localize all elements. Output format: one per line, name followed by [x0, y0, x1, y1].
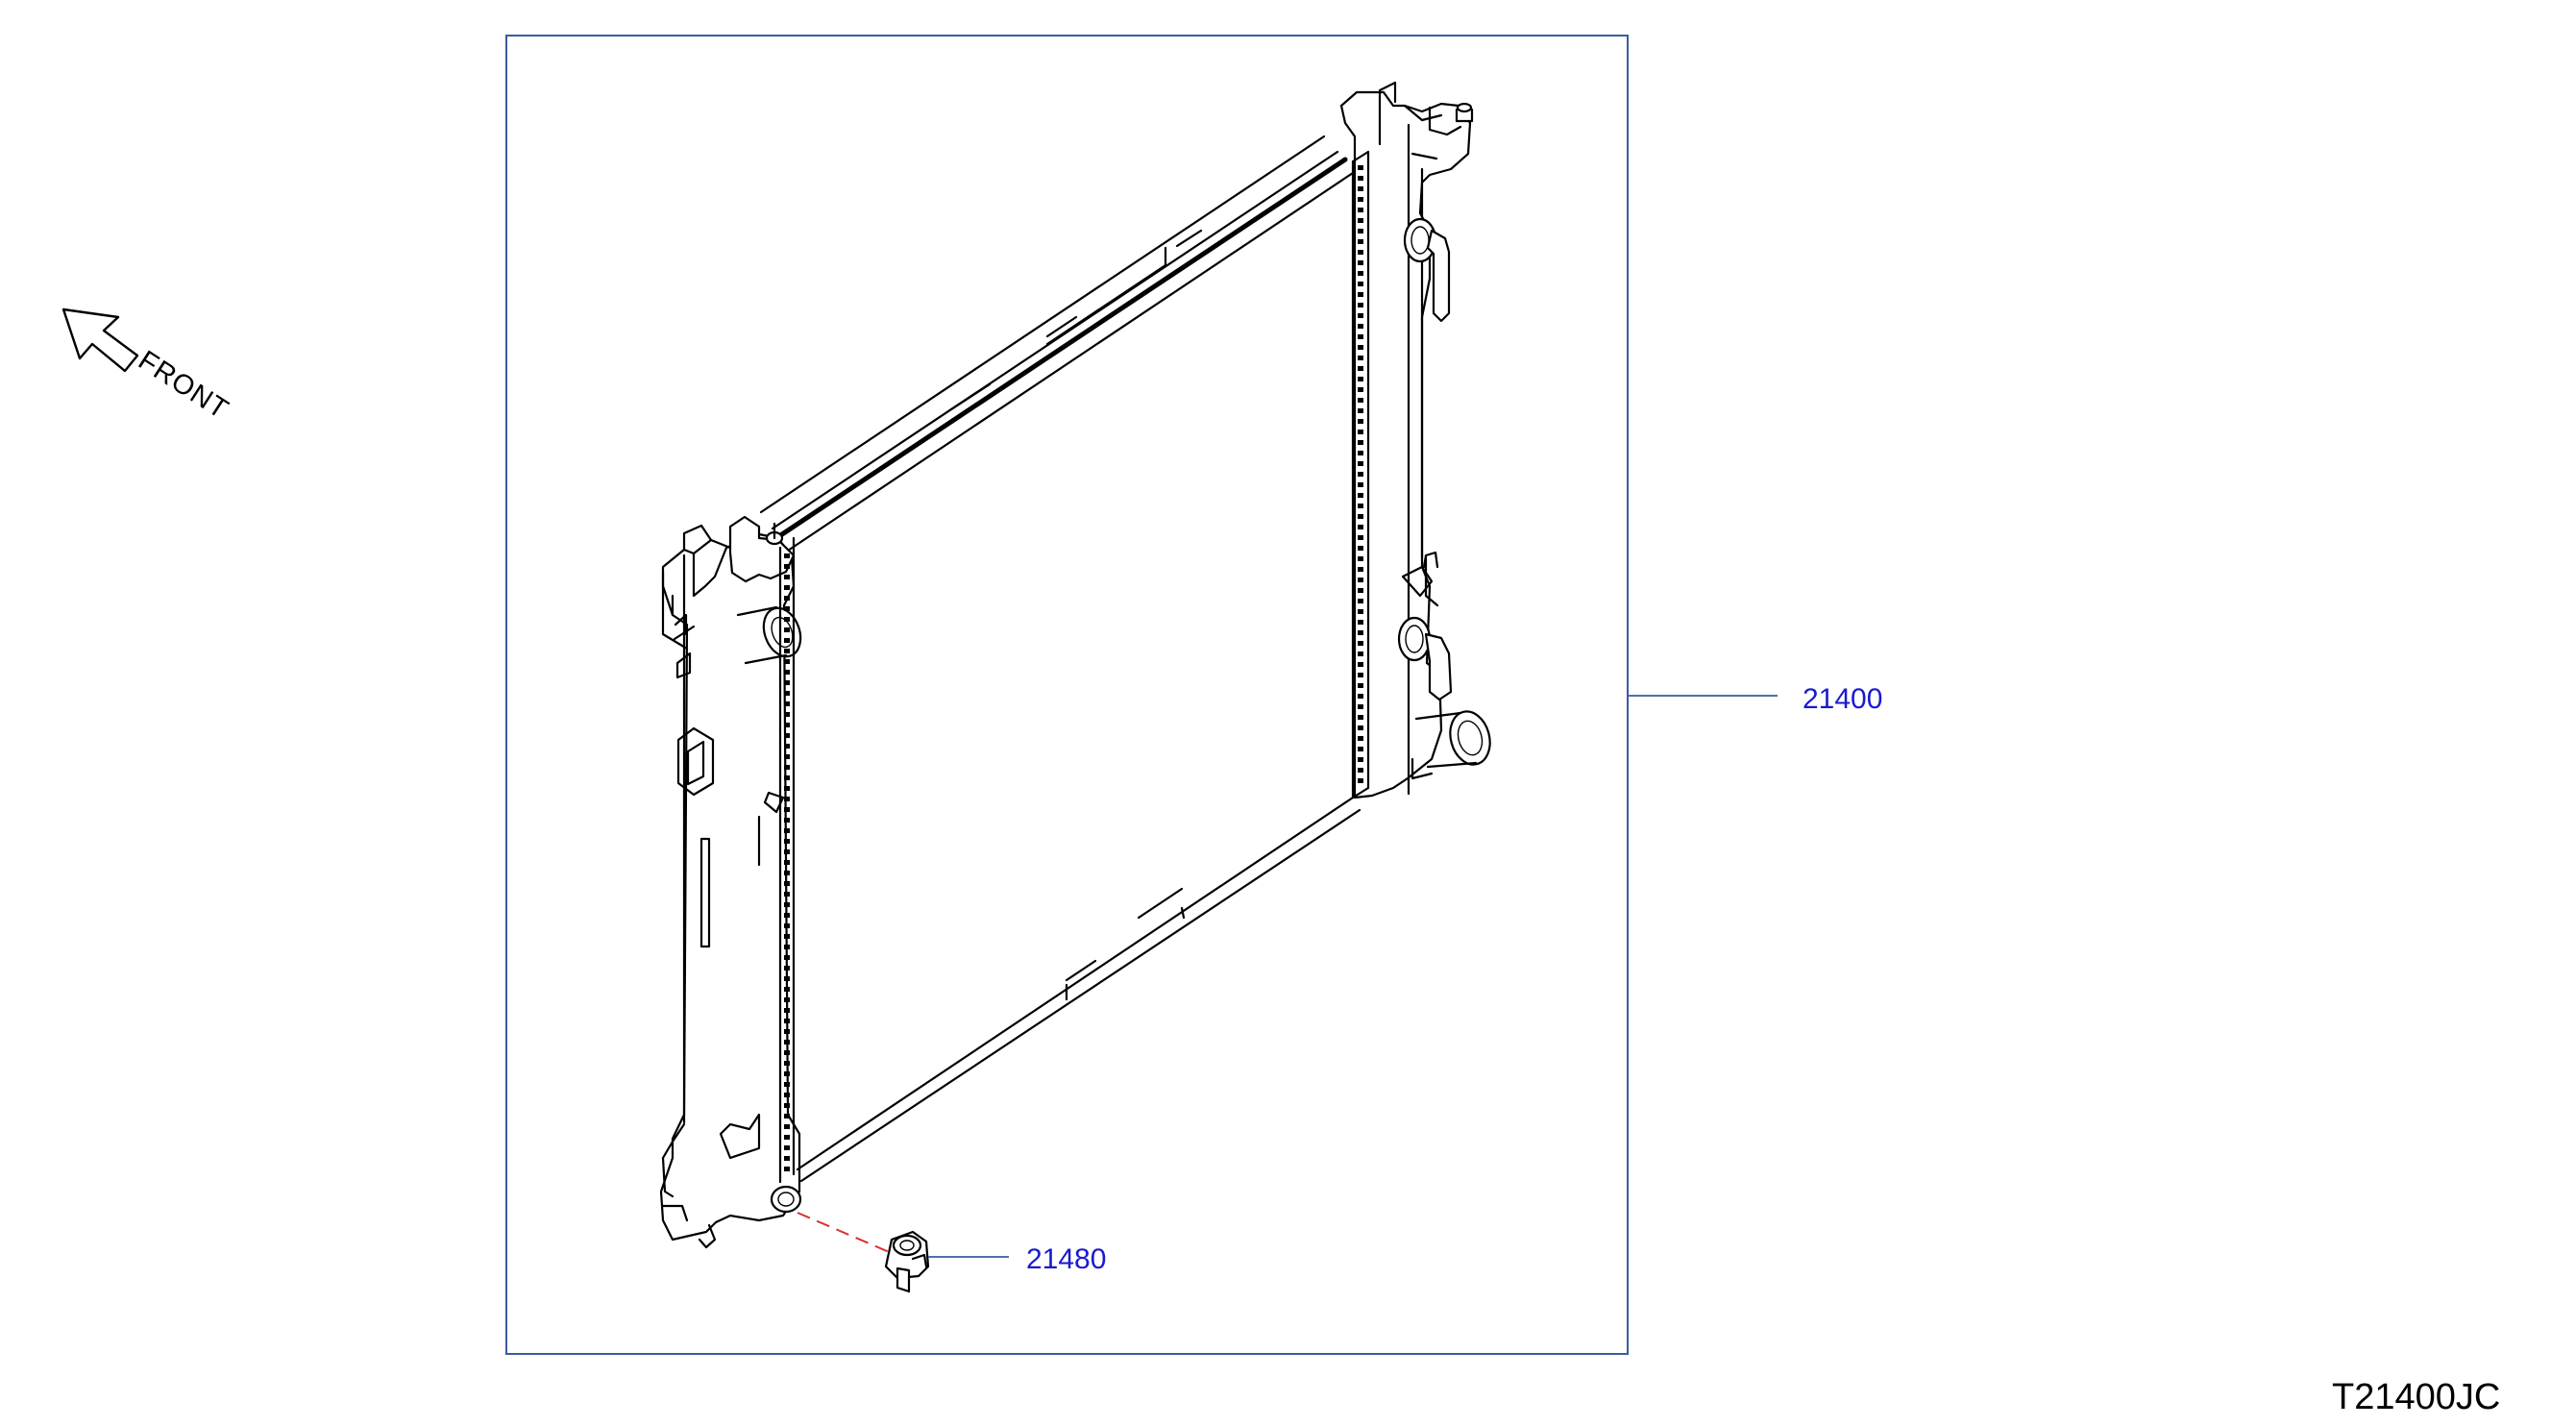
radiator-right-tank — [1339, 81, 1491, 799]
radiator-bottom-rail — [796, 796, 1362, 1183]
front-arrow-icon — [61, 307, 139, 373]
diagram-frame — [505, 35, 1629, 1355]
radiator-left-core-edge — [778, 536, 796, 1184]
front-arrow: FRONT — [61, 307, 234, 426]
radiator-assembly[interactable] — [659, 81, 1496, 1249]
front-label: FRONT — [133, 345, 233, 426]
callout-21400[interactable]: 21400 — [1628, 683, 1882, 715]
radiator-top-rail — [759, 135, 1355, 554]
callout-21400-label[interactable]: 21400 — [1803, 683, 1882, 715]
diagram-code: T21400JC — [2332, 1377, 2500, 1417]
callout-21480-label[interactable]: 21480 — [1026, 1243, 1106, 1275]
radiator-left-tank — [659, 515, 802, 1249]
drain-cock[interactable] — [797, 1212, 930, 1293]
callout-21480[interactable]: 21480 — [928, 1243, 1106, 1275]
radiator-right-core-edge — [1351, 150, 1370, 799]
